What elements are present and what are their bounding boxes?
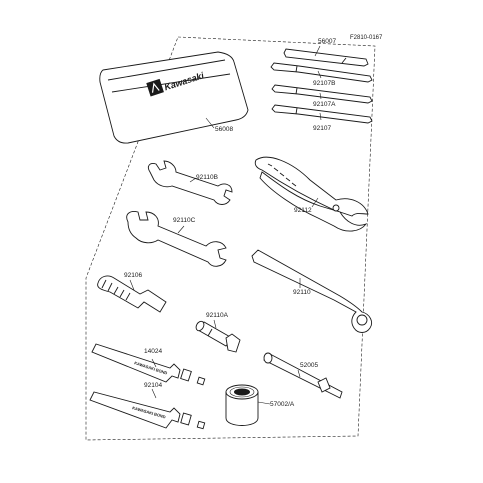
screw-bit-52005	[263, 352, 343, 399]
label-92110: 92110	[293, 289, 311, 296]
wrench-92110c	[126, 211, 227, 267]
label-57002a: 57002/A	[270, 401, 295, 408]
screwdriver-56007	[283, 48, 369, 67]
wrench-92110b	[147, 160, 233, 205]
label-92112: 92112	[294, 207, 312, 214]
spark-plug-wrench-92110	[251, 249, 373, 333]
label-52005: 52005	[300, 362, 318, 369]
tool-bag: Kawasaki	[99, 51, 249, 144]
roll-tape-57002a	[225, 384, 259, 426]
label-92110a: 92110A	[206, 312, 229, 319]
screwdriver-92107	[271, 104, 373, 124]
grease-tube-92104: KAWASAKI BOND	[89, 391, 206, 430]
label-56008: 56008	[215, 126, 233, 133]
extension-handle-92106	[97, 275, 167, 313]
label-92106: 92106	[124, 272, 142, 279]
box-wrench-92110a	[195, 320, 241, 353]
label-92107b: 92107B	[313, 80, 335, 87]
label-92104: 92104	[144, 382, 162, 389]
label-14024: 14024	[144, 348, 162, 355]
screwdriver-92107a	[271, 84, 373, 104]
label-92110b: 92110B	[196, 174, 218, 181]
label-56007: 56007	[318, 38, 336, 45]
screwdriver-92107b	[270, 62, 373, 83]
label-92107a: 92107A	[313, 101, 336, 108]
reference-code: F2810-0167	[350, 35, 383, 41]
label-92110c: 92110C	[173, 217, 196, 224]
label-92107: 92107	[313, 125, 331, 132]
pliers-92112	[254, 156, 369, 232]
